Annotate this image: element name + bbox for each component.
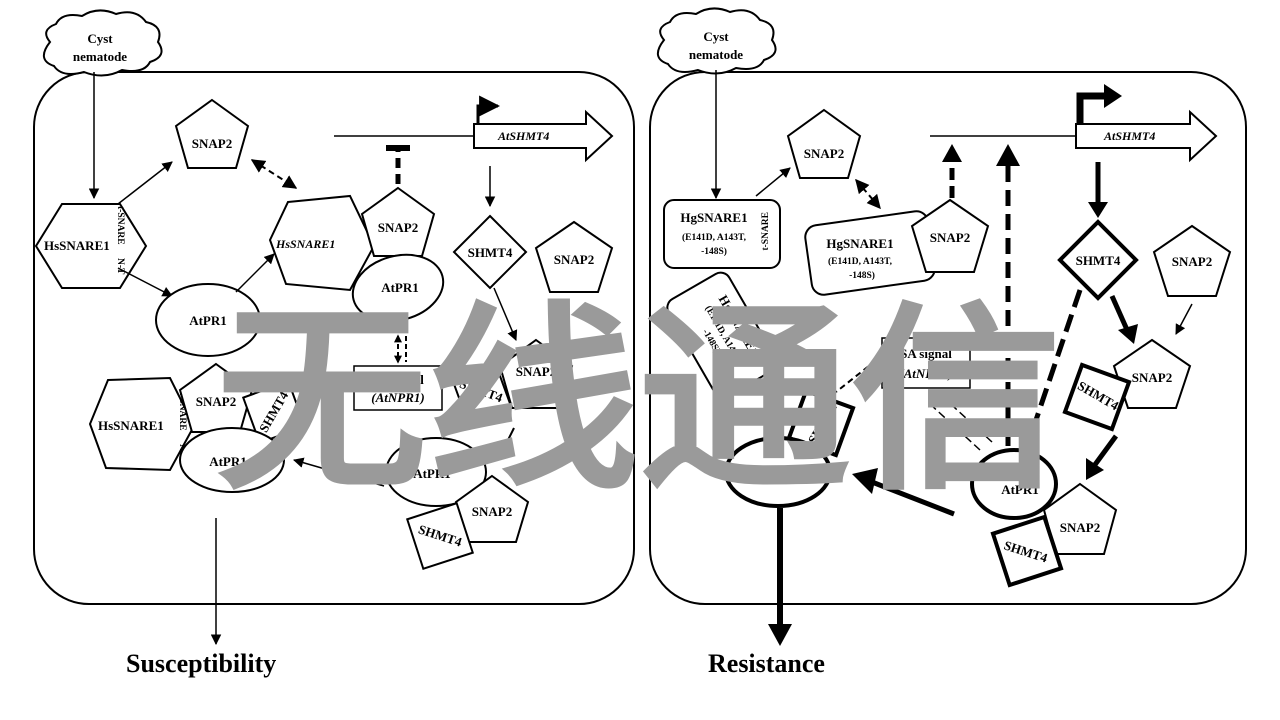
left-sa-signal-line1: SA signal [372,372,424,387]
right-hgsnare1-box: HgSNARE1 (E141D, A143T, -148S) t-SNARE [663,199,781,269]
left-atpr1-label: AtPR1 [189,313,227,328]
right-center-sub2: -148S) [849,270,875,281]
right-arrow-shmt4-down [1109,294,1131,334]
right-bottom-snap2-label: SNAP2 [1060,520,1100,535]
right-nematode-label-line2: nematode [689,47,743,62]
right-arrow-to-bottom-head [1086,458,1104,480]
right-mid-snap2-label: SNAP2 [1132,370,1172,385]
left-arrow-atpr1-to-complex [235,253,275,293]
right-shmt4-diamond: SHMT4 [1057,219,1139,301]
right-snap2-pentagon-right: SNAP2 [1152,224,1232,297]
right-arrow-to-bottom [1091,434,1119,468]
left-complex-hssnare1-label: HsSNARE1 [275,237,335,251]
right-dashed-bidirectional-snap2 [855,178,881,210]
right-dashed-up-1-head [942,144,962,162]
right-sa-signal-box: SA signal (AtNPR1) [881,337,971,389]
left-complex-center: HsSNARE1 SNAP2 AtPR1 [268,186,445,323]
left-bottom-left-complex: HsSNARE1 t-SNARE N-T SNAP2 SHMT4 AtPR1 [88,362,307,493]
right-center-hgsnare1-label: HgSNARE1 [826,236,893,251]
left-bottom-snap2-label: SNAP2 [472,504,512,519]
left-shmt4-label: SHMT4 [468,245,513,260]
right-arrow-gene-to-shmt4-head [1088,202,1108,218]
right-sa-signal-line2: (AtNPR1) [899,366,952,381]
left-arrow-to-atpr1-complex [499,427,515,458]
right-center-sub1: (E141D, A143T, [828,256,893,267]
right-nematode-label-line1: Cyst [703,29,729,44]
left-arrow-snare-to-atpr1 [117,267,173,297]
left-sa-signal-box: SA signal (AtNPR1) [353,365,443,411]
left-gene-arrow: AtSHMT4 [473,109,614,163]
left-snap2-label-top: SNAP2 [192,136,232,151]
left-nematode-cloud: Cyst nematode [43,9,163,77]
left-atpr1-ellipse: AtPR1 [155,283,261,357]
left-hssnare1-label: HsSNARE1 [44,238,110,253]
left-nt-label: N-T [115,258,125,275]
left-bl-tsnare-label: t-SNARE [177,392,187,431]
right-panel: Cyst nematode HgSNARE1 (E141D, A143T, -1… [649,7,1247,678]
left-shmt4-snap2-complex-mid: SHMT4 SNAP2 [450,338,574,422]
right-hgsnare1-label: HgSNARE1 [680,210,747,225]
right-dashed-to-left-complex [835,353,885,393]
right-arrow-shmt4-down-head [1118,324,1138,344]
left-outcome-label: Susceptibility [126,649,276,678]
right-dashed-diagonal [1033,289,1083,421]
left-hssnare1-hexagon: HsSNARE1 t-SNARE N-T [34,203,148,289]
right-snap2-label-right: SNAP2 [1172,254,1212,269]
right-gene-arrow: AtSHMT4 [1075,109,1218,163]
left-bl-hssnare1-label: HsSNARE1 [98,418,164,433]
left-bl-atpr1-label: AtPR1 [209,454,247,469]
left-shmt4-diamond: SHMT4 [452,214,528,290]
left-snap2-pentagon-top: SNAP2 [174,98,250,169]
left-arrow-to-bottom-complex [292,457,385,487]
left-tsnare-label: t-SNARE [115,206,125,245]
right-complex-center: HgSNARE1 (E141D, A143T, -148S) SNAP2 [804,198,990,296]
left-nematode-label-line2: nematode [73,49,127,64]
left-complex-atpr1-label: AtPR1 [381,280,419,295]
right-shmt4-snap2-complex-mid: SNAP2 SHMT4 [1062,338,1192,432]
right-bottom-atpr1-label: AtPR1 [1001,482,1039,497]
right-shmt4-label: SHMT4 [1076,253,1121,268]
left-arrow-snare-to-snap2 [117,161,173,205]
left-dashed-bidirectional-snap2 [250,159,298,189]
left-snap2-pentagon-right: SNAP2 [534,220,614,293]
right-center-snap2-label: SNAP2 [930,230,970,245]
left-promoter-arrow [476,95,501,124]
right-sa-signal-line1: SA signal [900,346,952,361]
watermark-text: 无线通信 [216,285,1062,518]
left-panel: Cyst nematode HsSNARE1 t-SNARE N-T SNAP2… [33,9,635,678]
right-snap2-label-top: SNAP2 [804,146,844,161]
right-promoter-line [1076,92,1108,124]
left-mid-snap2-label: SNAP2 [516,364,556,379]
left-arrow-shmt4-down [493,287,518,341]
right-arrow-snare-to-snap2 [755,167,791,197]
left-nematode-label-line1: Cyst [87,31,113,46]
left-snap2-label-right: SNAP2 [554,252,594,267]
right-nematode-cloud: Cyst nematode [657,7,777,75]
right-cell-boundary [649,71,1247,605]
right-atpr1-snap2-shmt4-complex: AtPR1 SNAP2 SHMT4 [970,448,1118,588]
right-arrow-to-left-complex-head [852,468,878,494]
left-atpr1-snap2-shmt4-complex: AtPR1 SNAP2 SHMT4 [385,437,530,571]
left-cell-boundary [33,71,635,605]
right-snap2-pentagon-top: SNAP2 [786,108,862,179]
right-hgsnare1-sub1: (E141D, A143T, [682,232,747,243]
right-arrow-snap2-down [1175,303,1193,335]
left-gene-label: AtSHMT4 [497,129,549,143]
right-gene-label: AtSHMT4 [1103,129,1155,143]
left-sa-signal-line2: (AtNPR1) [371,390,424,405]
right-hgsnare1-tsnare: t-SNARE [761,212,771,251]
left-complex-snap2-label: SNAP2 [378,220,418,235]
right-arrow-to-left-complex [871,479,955,517]
left-bl-snap2-label: SNAP2 [196,394,236,409]
right-promoter-head [1104,84,1122,108]
left-bottom-atpr1-label: AtPR1 [413,466,451,481]
right-hgsnare1-sub2: -148S) [701,246,727,257]
right-outcome-label: Resistance [708,649,825,678]
right-dashed-up-2-head [996,144,1020,166]
right-arrow-to-outcome-head [768,624,792,646]
